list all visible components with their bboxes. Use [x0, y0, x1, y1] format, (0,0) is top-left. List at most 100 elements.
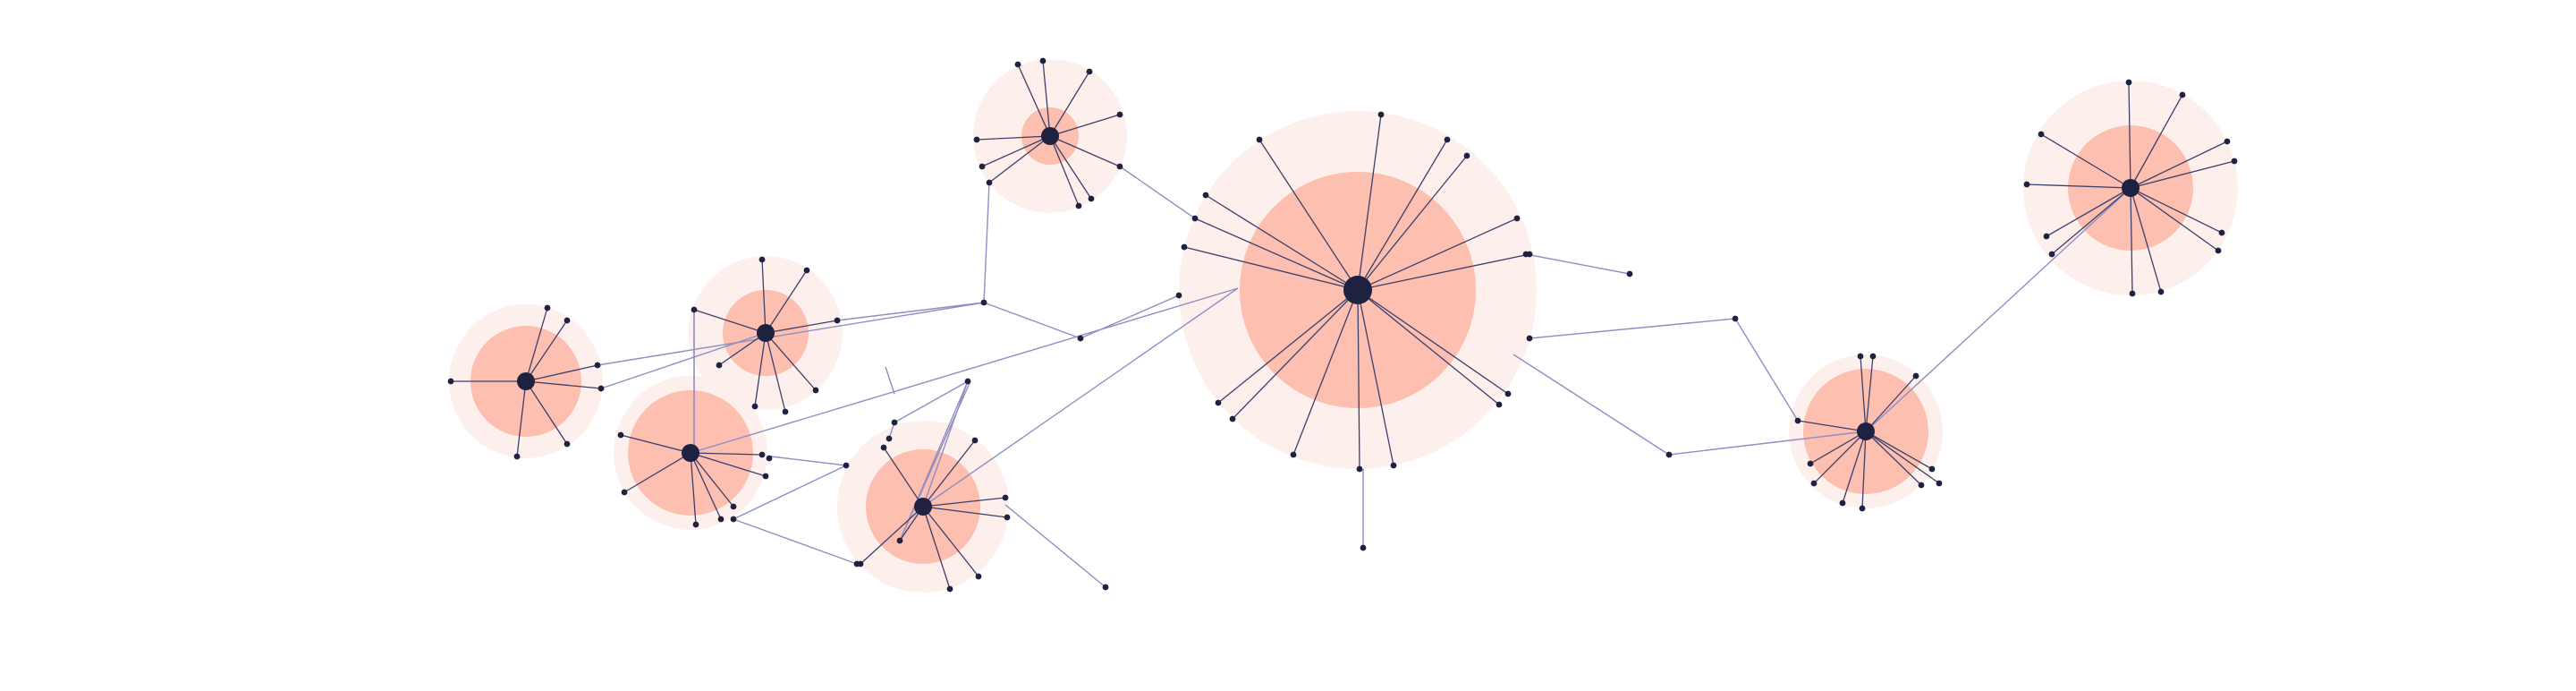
leaf-node-e-7[interactable] — [979, 163, 986, 170]
leaf-node-f-4[interactable] — [1202, 192, 1209, 199]
leaf-node-h-10[interactable] — [2157, 288, 2165, 295]
leaf-node-g-5[interactable] — [1936, 480, 1943, 487]
leaf-node-c-0[interactable] — [617, 431, 624, 439]
leaf-node-h-5[interactable] — [2231, 158, 2238, 165]
leaf-node-g-2[interactable] — [1912, 372, 1919, 380]
connector-node-0[interactable] — [843, 462, 850, 469]
leaf-node-f-10[interactable] — [1496, 401, 1503, 408]
connector-node-15[interactable] — [1522, 251, 1530, 258]
hub-node-a[interactable] — [517, 372, 535, 390]
leaf-node-f-6[interactable] — [1181, 243, 1188, 251]
leaf-node-c-2[interactable] — [758, 451, 766, 458]
hub-node-c[interactable] — [682, 444, 699, 462]
leaf-node-b-6[interactable] — [751, 403, 758, 410]
connector-node-2[interactable] — [1077, 335, 1084, 342]
leaf-node-a-0[interactable] — [544, 304, 551, 311]
leaf-node-h-11[interactable] — [2129, 290, 2136, 297]
connector-node-11[interactable] — [1732, 315, 1739, 322]
leaf-node-b-7[interactable] — [716, 362, 723, 369]
leaf-node-g-1[interactable] — [1869, 353, 1877, 360]
connector-node-4[interactable] — [964, 378, 971, 385]
leaf-node-c-3[interactable] — [762, 473, 769, 480]
leaf-node-c-4[interactable] — [717, 516, 724, 523]
leaf-node-e-6[interactable] — [1075, 202, 1082, 209]
leaf-node-h-3[interactable] — [2023, 181, 2030, 188]
connector-node-14[interactable] — [1526, 335, 1533, 342]
leaf-node-g-10[interactable] — [1794, 417, 1801, 424]
leaf-node-f-7[interactable] — [1513, 215, 1521, 222]
leaf-node-f-5[interactable] — [1191, 215, 1199, 222]
leaf-node-g-3[interactable] — [1807, 460, 1814, 467]
leaf-node-c-6[interactable] — [730, 503, 737, 510]
leaf-node-h-8[interactable] — [2218, 229, 2225, 236]
connector-node-16[interactable] — [766, 455, 773, 462]
leaf-node-d-5[interactable] — [975, 573, 982, 580]
leaf-node-e-2[interactable] — [1086, 68, 1093, 75]
leaf-node-e-3[interactable] — [1116, 111, 1123, 118]
leaf-node-g-0[interactable] — [1857, 353, 1864, 360]
leaf-node-f-11[interactable] — [1215, 399, 1222, 406]
leaf-node-g-7[interactable] — [1839, 499, 1846, 507]
connector-node-6[interactable] — [891, 419, 898, 426]
leaf-node-b-3[interactable] — [834, 317, 841, 324]
leaf-node-f-12[interactable] — [1229, 415, 1236, 422]
leaf-node-g-9[interactable] — [1810, 480, 1818, 487]
connector-node-10[interactable] — [1626, 270, 1633, 277]
leaf-node-d-3[interactable] — [1004, 514, 1011, 521]
leaf-node-b-5[interactable] — [782, 408, 789, 415]
connector-node-13[interactable] — [1360, 544, 1367, 551]
leaf-node-h-9[interactable] — [2215, 247, 2222, 254]
leaf-node-d-0[interactable] — [880, 444, 887, 451]
connector-node-12[interactable] — [1665, 451, 1673, 458]
leaf-node-a-5[interactable] — [564, 440, 571, 448]
leaf-node-h-0[interactable] — [2125, 79, 2132, 86]
leaf-node-f-15[interactable] — [1356, 465, 1363, 473]
leaf-node-d-4[interactable] — [946, 585, 953, 593]
leaf-node-h-4[interactable] — [2224, 138, 2231, 145]
leaf-node-d-7[interactable] — [896, 537, 903, 544]
leaf-node-b-2[interactable] — [691, 306, 698, 313]
leaf-node-h-2[interactable] — [2038, 131, 2045, 138]
leaf-node-f-1[interactable] — [1444, 136, 1451, 143]
leaf-node-h-7[interactable] — [2048, 251, 2055, 258]
leaf-node-g-4[interactable] — [1928, 465, 1936, 473]
leaf-node-f-14[interactable] — [1390, 462, 1397, 469]
leaf-node-a-4[interactable] — [513, 453, 521, 460]
leaf-node-h-1[interactable] — [2179, 91, 2186, 98]
leaf-node-a-3[interactable] — [597, 385, 605, 392]
leaf-node-a-2[interactable] — [447, 378, 454, 385]
leaf-node-f-0[interactable] — [1377, 111, 1385, 118]
hub-node-h[interactable] — [2122, 179, 2140, 197]
leaf-node-f-13[interactable] — [1290, 451, 1297, 458]
leaf-node-e-5[interactable] — [1088, 195, 1095, 202]
connector-node-3[interactable] — [1175, 292, 1182, 299]
leaf-node-b-1[interactable] — [803, 267, 810, 274]
leaf-node-c-1[interactable] — [621, 489, 628, 496]
connector-node-5[interactable] — [886, 435, 893, 442]
hub-node-f[interactable] — [1343, 276, 1372, 304]
leaf-node-f-2[interactable] — [1463, 152, 1470, 159]
leaf-node-f-3[interactable] — [1256, 136, 1263, 143]
hub-node-b[interactable] — [757, 324, 775, 342]
leaf-node-a-6[interactable] — [594, 362, 601, 369]
leaf-node-e-8[interactable] — [986, 179, 993, 186]
connector-node-9[interactable] — [1102, 584, 1109, 591]
leaf-node-c-5[interactable] — [692, 521, 699, 528]
connector-node-1[interactable] — [980, 299, 987, 306]
connector-node-7[interactable] — [730, 516, 737, 523]
hub-node-g[interactable] — [1857, 422, 1875, 440]
leaf-node-e-1[interactable] — [1039, 57, 1046, 64]
leaf-node-g-8[interactable] — [1859, 505, 1866, 512]
leaf-node-b-4[interactable] — [812, 387, 819, 394]
hub-node-d[interactable] — [914, 498, 932, 516]
leaf-node-d-2[interactable] — [1002, 494, 1009, 501]
leaf-node-f-9[interactable] — [1504, 390, 1512, 397]
leaf-node-a-1[interactable] — [564, 317, 571, 324]
hub-node-e[interactable] — [1041, 127, 1059, 145]
connector-node-8[interactable] — [853, 560, 860, 567]
leaf-node-e-4[interactable] — [1116, 163, 1123, 170]
leaf-node-e-9[interactable] — [973, 136, 980, 143]
leaf-node-h-6[interactable] — [2043, 233, 2050, 240]
leaf-node-g-6[interactable] — [1918, 482, 1925, 489]
leaf-node-b-0[interactable] — [758, 256, 766, 263]
